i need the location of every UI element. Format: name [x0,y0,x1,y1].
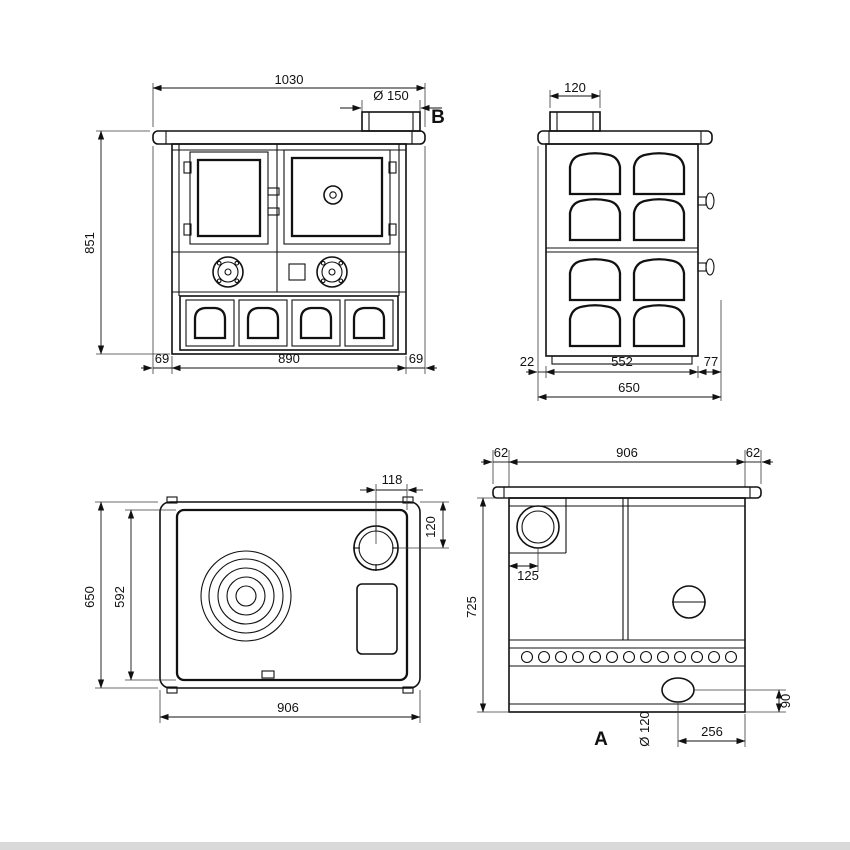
front-left-door-glass [196,158,262,238]
top-flue-offset-rear: 120 [423,516,438,538]
bracket-icon [402,686,414,694]
front-overhang-left: 69 [155,351,169,366]
drawer [344,299,394,347]
side-rear-overhang: 77 [704,354,718,369]
bottom-strip [0,842,850,850]
side-bottom-dimensions: 22 552 77 650 [520,146,722,401]
side-top-plate [537,130,713,145]
front-body-width: 890 [278,351,300,366]
front-top-plate [152,130,426,145]
front-band-plate [288,263,306,281]
rear-body [508,497,746,713]
front-control-knob-left [212,256,244,288]
view-label-b: B [431,107,445,128]
front-drawers [179,295,399,351]
front-height-dimension: 851 [82,130,170,355]
top-cooking-plate [175,508,409,682]
front-bottom-dimensions: 69 890 69 [141,146,437,374]
front-flue-diameter: Ø 150 [373,88,408,103]
drawer [291,299,341,347]
rear-body-width: 906 [616,445,638,460]
side-body [545,143,699,365]
drawer [185,299,235,347]
rear-overhang-left: 62 [494,445,508,460]
rear-vent-holes [520,650,738,664]
top-width-dimension: 906 [159,690,421,723]
side-handles [697,192,715,276]
top-depth-dimensions: 650 592 [82,501,176,689]
side-flue-collar [549,111,601,132]
hinge-icon [388,161,397,174]
top-view: 118 120 650 592 906 [82,472,449,723]
side-body-depth: 552 [611,354,633,369]
top-flue-offset-dimension: 118 [360,472,423,544]
side-base [551,355,693,365]
rear-top-dimensions: 62 906 62 [481,445,773,487]
front-height: 851 [82,232,97,254]
hinge-icon [183,161,192,174]
side-flue-width: 120 [564,80,586,95]
side-decor-panels [568,152,686,348]
front-width-dimension: 1030 [152,72,426,127]
bracket-icon [402,496,414,504]
top-side-shelf [356,583,398,655]
front-flue-dimension: Ø 150 [340,88,442,114]
front-right-door [283,149,397,245]
front-width-total: 1030 [275,72,304,87]
view-label-a: A [594,729,608,750]
rear-outlet-hole [661,677,695,703]
top-detail [261,670,275,679]
rear-outlet-offset: 256 [701,724,723,739]
rear-outlet-offset-dimension: 256 [677,702,746,747]
side-flue-dimension: 120 [549,80,601,108]
bracket-icon [166,496,178,504]
front-door-latches [267,187,280,216]
rear-flue-offset-dimension: 125 [508,548,539,583]
hinge-icon [388,223,397,236]
hinge-icon [183,223,192,236]
rear-outlet-height-dimension: 90 [694,689,793,713]
side-front-overhang: 22 [520,354,534,369]
rear-overhang-right: 62 [746,445,760,460]
rear-outlet-height: 90 [778,694,793,708]
door-handle-icon [323,185,343,205]
rear-view: 62 906 62 125 [464,445,793,750]
drawer [238,299,288,347]
rear-body-height: 725 [464,596,479,618]
rear-height-dimension: 725 [464,497,509,713]
top-plate-depth: 592 [112,586,127,608]
front-left-door [183,151,269,245]
front-view: 1030 Ø 150 B [82,72,445,374]
side-depth-total: 650 [618,380,640,395]
front-overhang-right: 69 [409,351,423,366]
rear-top-plate [492,486,762,499]
top-flue-offset-right: 118 [382,472,403,487]
front-body [171,143,407,355]
top-plate-outline [159,496,421,694]
front-right-door-panel [290,156,384,238]
rear-flue-offset: 125 [517,568,539,583]
side-view: 120 [520,80,722,401]
top-width: 906 [277,700,299,715]
top-depth-total: 650 [82,586,97,608]
front-flue-collar [361,111,421,132]
bracket-icon [166,686,178,694]
rear-outlet-diameter: Ø 120 [637,711,652,746]
top-hob-rings [200,550,292,642]
rear-cleanout-cap [672,585,706,619]
top-flue-rear-dimension: 120 [398,501,449,549]
front-control-knob-right [316,256,348,288]
rear-flue-hole [516,505,560,549]
